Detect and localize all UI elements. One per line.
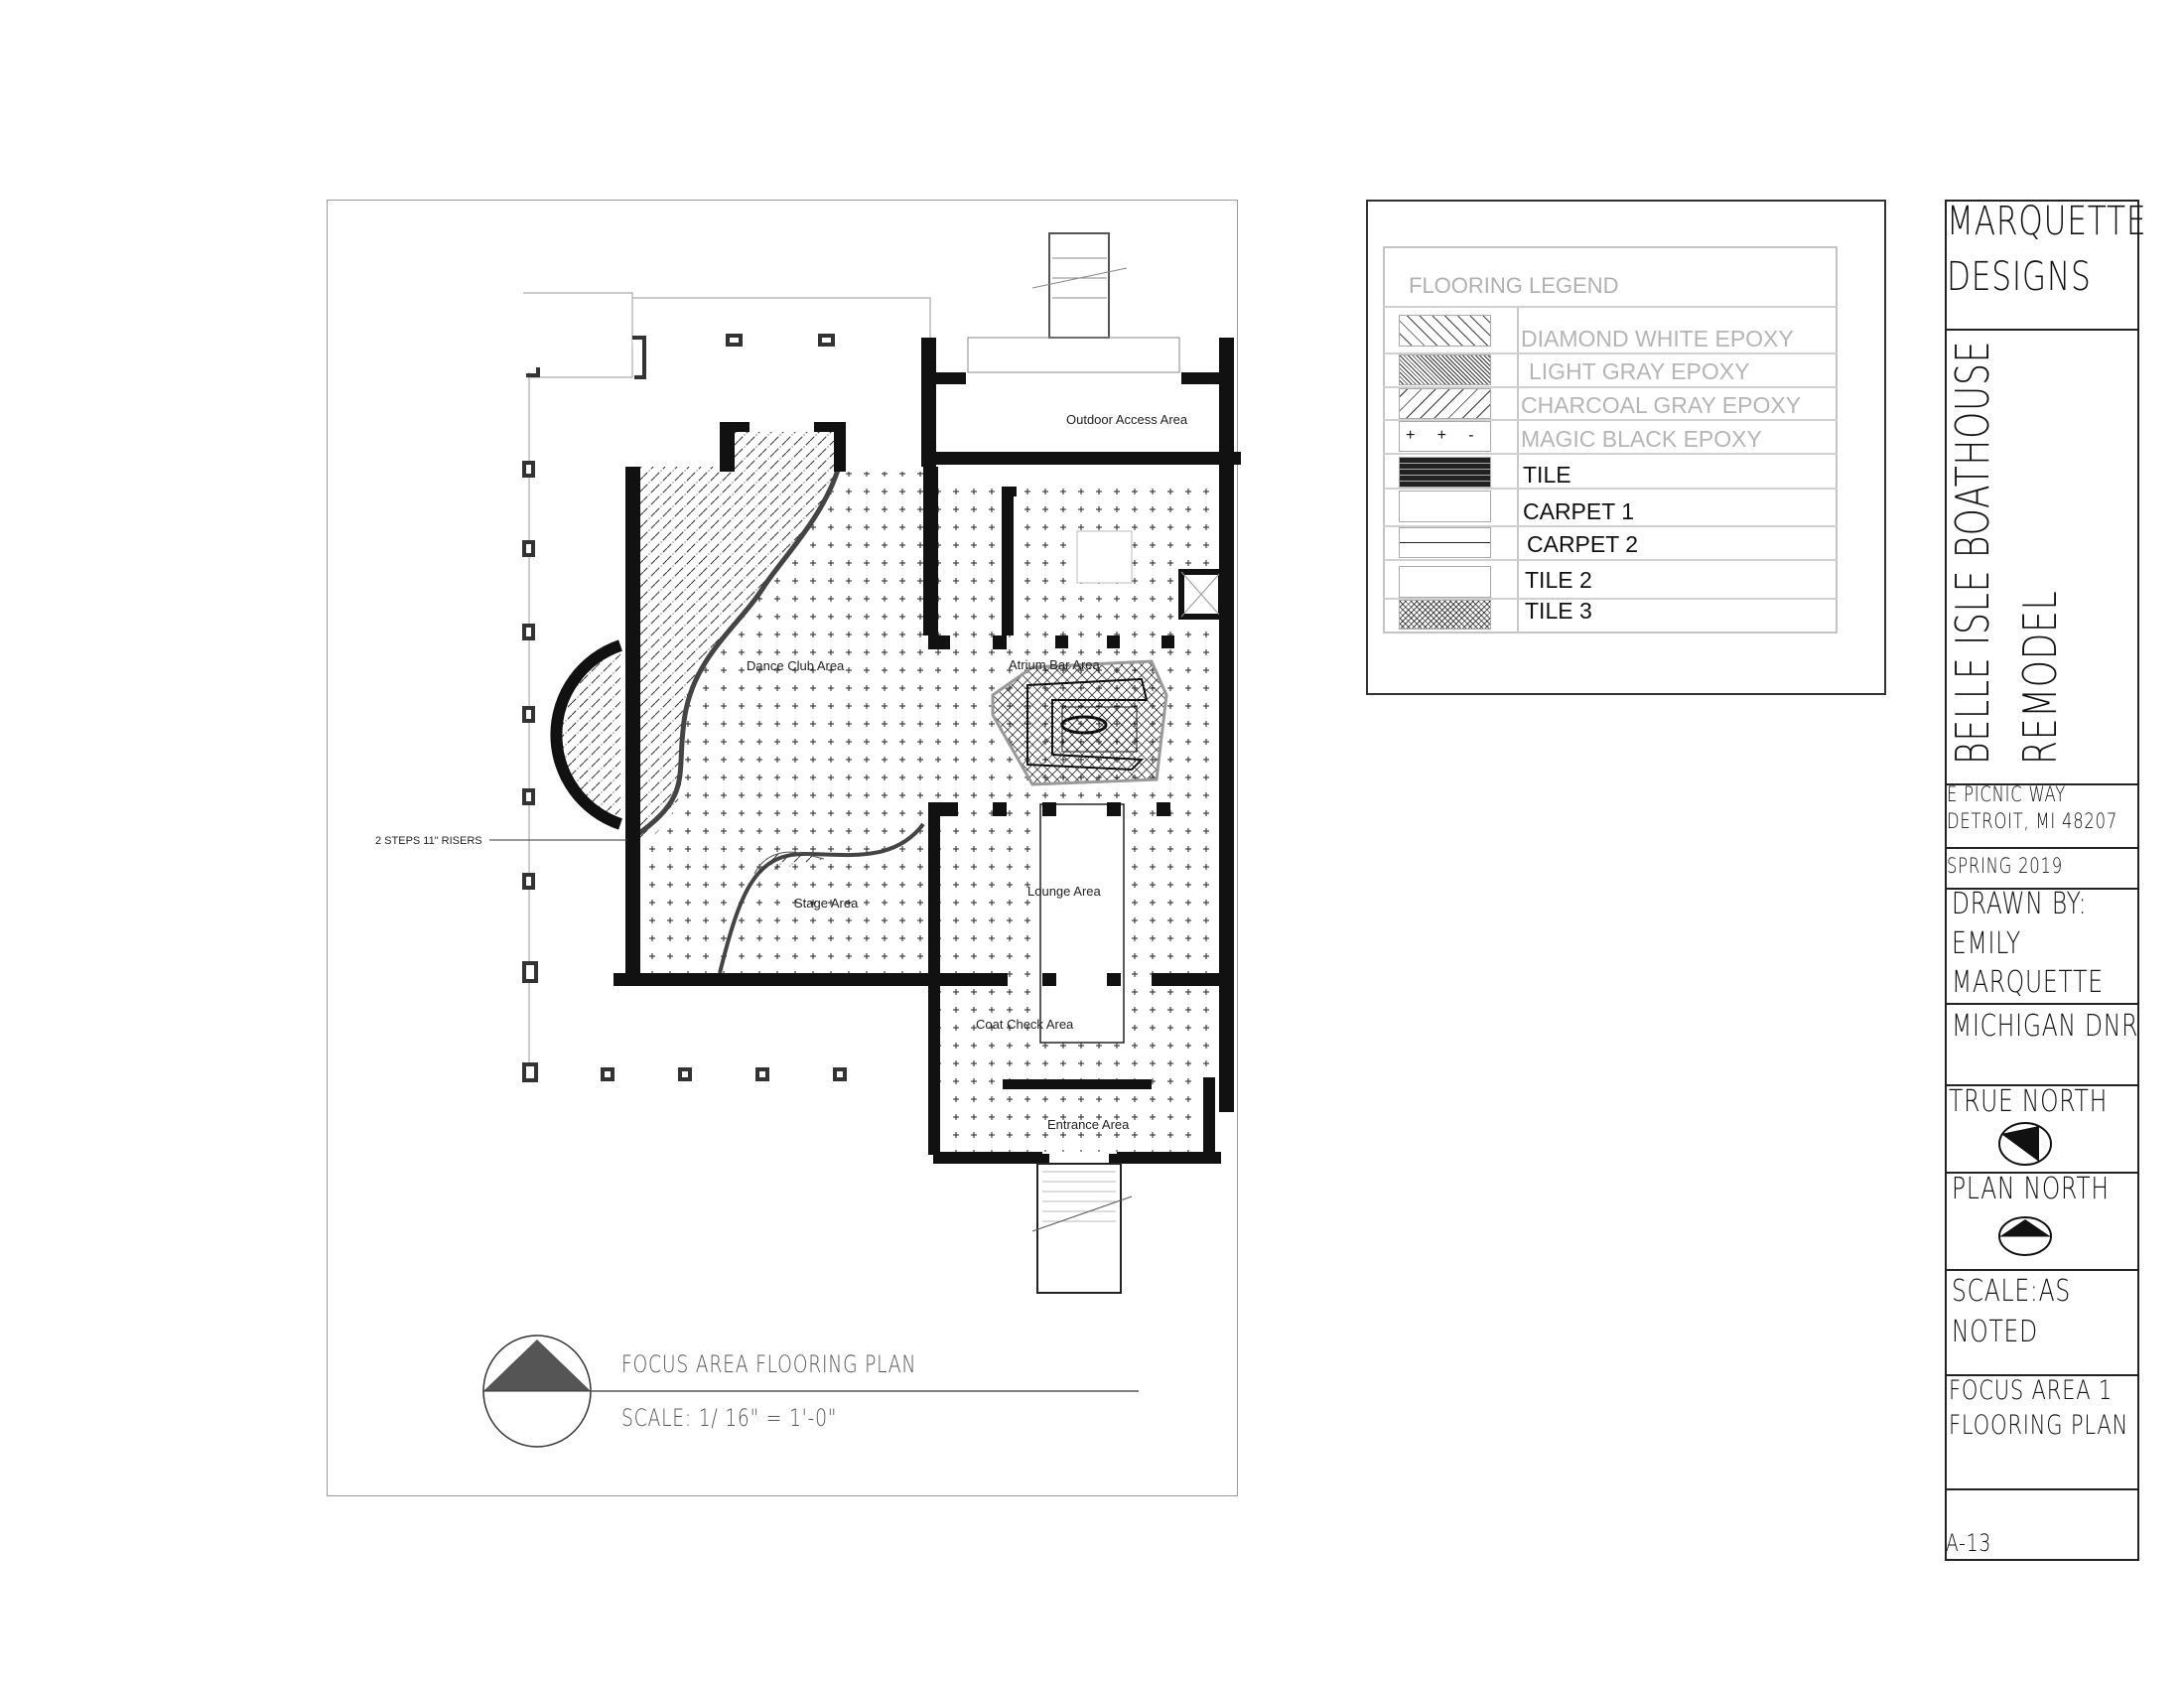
project-name: BELLE ISLE BOATHOUSE <box>1946 340 2015 765</box>
carpet-2-swatch <box>1399 527 1491 558</box>
plan-sheet-border <box>327 200 1238 1496</box>
legend-label: MAGIC BLACK EPOXY <box>1521 426 1762 452</box>
drawn-by-last: MARQUETTE <box>1952 965 2104 1000</box>
tile-swatch <box>1399 457 1491 488</box>
legend-row <box>1383 386 1838 388</box>
title-block-divider <box>1945 1269 2139 1271</box>
label-outdoor-access: Outdoor Access Area <box>1066 412 1188 427</box>
sheet-title-line1: FOCUS AREA 1 <box>1949 1375 2114 1406</box>
plan-north-arrow-icon <box>1998 1216 2052 1256</box>
title-block-divider <box>1945 1084 2139 1086</box>
scale-line1: SCALE:AS <box>1952 1274 2072 1309</box>
legend-row <box>1383 488 1838 490</box>
address-line1: E PICNIC WAY <box>1947 782 2067 806</box>
legend-label: LIGHT GRAY EPOXY <box>1529 358 1750 384</box>
legend-row <box>1383 352 1838 354</box>
legend-label: TILE 2 <box>1525 567 1592 593</box>
legend-row <box>1383 525 1838 527</box>
scale-line2: NOTED <box>1952 1315 2038 1349</box>
address-line2: DETROIT, MI 48207 <box>1947 809 2118 833</box>
legend-box <box>1366 200 1886 695</box>
diamond-white-epoxy-swatch <box>1399 315 1491 347</box>
firm-name-line1: MARQUETTE <box>1947 199 2147 244</box>
magic-black-epoxy-swatch: + + - <box>1399 421 1491 452</box>
drawn-by-first: EMILY <box>1952 926 2022 961</box>
title-block-divider <box>1945 1172 2139 1174</box>
legend-label: CARPET 1 <box>1523 498 1635 524</box>
light-gray-epoxy-swatch <box>1399 354 1491 385</box>
lounge-carpet <box>1039 803 1125 1044</box>
date: SPRING 2019 <box>1947 854 2063 878</box>
legend-label: CHARCOAL GRAY EPOXY <box>1521 392 1802 418</box>
legend-label: TILE <box>1523 462 1571 488</box>
carpet-1-swatch <box>1399 491 1491 522</box>
legend-row <box>1383 419 1838 421</box>
drawn-by-label: DRAWN BY: <box>1952 887 2088 921</box>
project-name-line2: REMODEL <box>2013 590 2067 765</box>
legend-label: DIAMOND WHITE EPOXY <box>1521 326 1794 352</box>
legend-row <box>1383 306 1838 308</box>
legend-divider <box>1517 306 1519 633</box>
title-block-divider <box>1945 329 2139 331</box>
label-atrium-bar: Atrium Bar Area <box>1009 657 1101 672</box>
top-stairs <box>1048 232 1110 339</box>
plan-title: FOCUS AREA FLOORING PLAN <box>621 1350 917 1378</box>
porch-columns <box>522 334 847 1082</box>
title-block-divider <box>1945 888 2139 890</box>
legend-row <box>1383 598 1838 600</box>
legend-table <box>1383 246 1838 633</box>
plan-north-label: PLAN NORTH <box>1952 1172 2110 1206</box>
atrium-bar <box>991 659 1168 786</box>
plan-north-symbol <box>482 1335 592 1448</box>
title-block-divider <box>1945 1488 2139 1490</box>
sheet-number: A-13 <box>1946 1529 1992 1557</box>
title-block <box>1945 200 2139 1561</box>
legend-row <box>1383 559 1838 561</box>
legend-label: TILE 3 <box>1525 598 1592 624</box>
charcoal-gray-epoxy-swatch <box>1399 388 1491 419</box>
sheet-title-line2: FLOORING PLAN <box>1949 1410 2129 1441</box>
project-name-line1: BELLE ISLE BOATHOUSE <box>1946 340 1999 765</box>
firm-name-line2: DESIGNS <box>1947 254 2092 300</box>
client: MICHIGAN DNR <box>1952 1009 2139 1044</box>
legend-label: CARPET 2 <box>1527 531 1639 557</box>
true-north-label: TRUE NORTH <box>1949 1084 2109 1119</box>
label-entrance: Entrance Area <box>1047 1117 1130 1132</box>
true-north-arrow-icon <box>1998 1122 2052 1166</box>
label-lounge: Lounge Area <box>1027 884 1102 899</box>
label-coat-check: Coat Check Area <box>976 1017 1074 1032</box>
title-block-divider <box>1945 1003 2139 1005</box>
tile-2-swatch <box>1399 566 1491 598</box>
project-subtitle: REMODEL <box>2013 566 2083 765</box>
legend-title: FLOORING LEGEND <box>1409 273 1619 298</box>
label-dance-club: Dance Club Area <box>747 658 845 673</box>
stage-edge <box>633 466 842 839</box>
title-block-divider <box>1945 783 2139 785</box>
porch-outline <box>523 292 931 1075</box>
entrance-stairs <box>1036 1163 1122 1294</box>
steps-note: 2 STEPS 11" RISERS <box>375 835 482 847</box>
title-block-divider <box>1945 847 2139 849</box>
outdoor-deck <box>967 337 1180 373</box>
legend-row <box>1383 453 1838 455</box>
title-block-divider <box>1945 1374 2139 1376</box>
label-stage: Stage Area <box>794 896 859 911</box>
bay-window <box>550 639 622 830</box>
atrium-feature <box>1076 530 1133 584</box>
plan-scale: SCALE: 1/ 16" = 1'-0" <box>621 1404 838 1432</box>
tile-3-swatch <box>1399 600 1491 630</box>
